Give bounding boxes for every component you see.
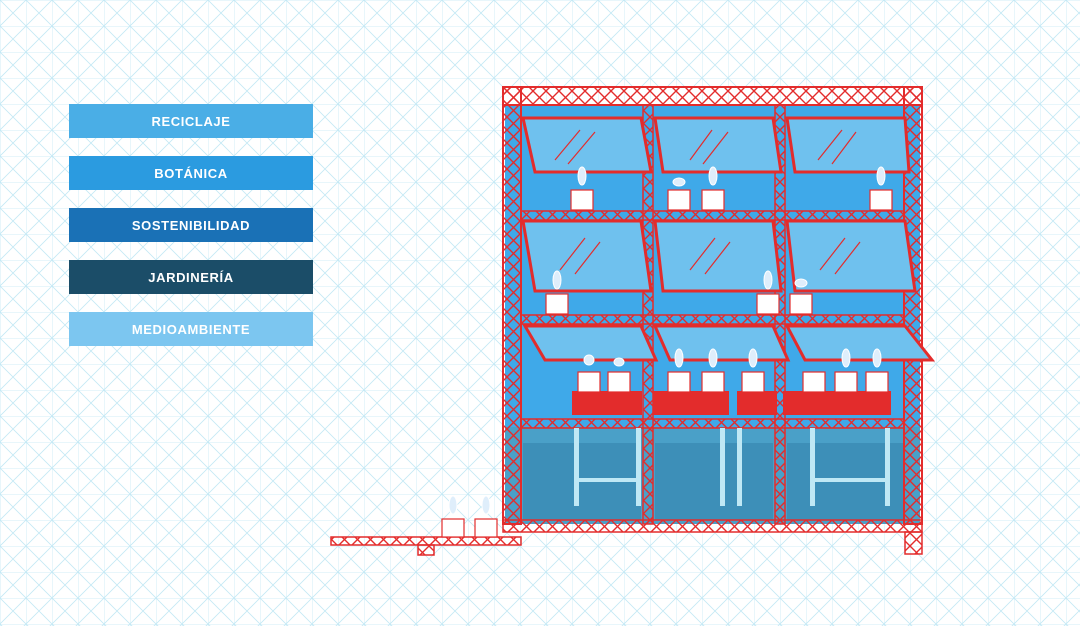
floor-slab-2 [520,314,905,325]
category-list: RECICLAJE BOTÁNICA SOSTENIBILIDAD JARDIN… [69,104,313,364]
plant-sprouts [448,166,886,515]
window-row-1 [521,116,911,174]
plant-pots [441,189,893,538]
base-slab [502,519,923,533]
floor-slab-3 [520,418,905,429]
tag-sostenibilidad[interactable]: SOSTENIBILIDAD [69,208,313,242]
planter-boxes [572,391,891,415]
window-row-2 [521,219,917,293]
tag-jardineria[interactable]: JARDINERÍA [69,260,313,294]
truss-frame-left [502,86,522,525]
tag-medioambiente[interactable]: MEDIOAMBIENTE [69,312,313,346]
support-legs [574,428,890,506]
tag-botanica[interactable]: BOTÁNICA [69,156,313,190]
floor-slab-1 [520,210,905,221]
tag-reciclaje[interactable]: RECICLAJE [69,104,313,138]
walkway [330,536,522,546]
window-row-3 [522,324,936,362]
truss-frame-top [502,86,923,106]
